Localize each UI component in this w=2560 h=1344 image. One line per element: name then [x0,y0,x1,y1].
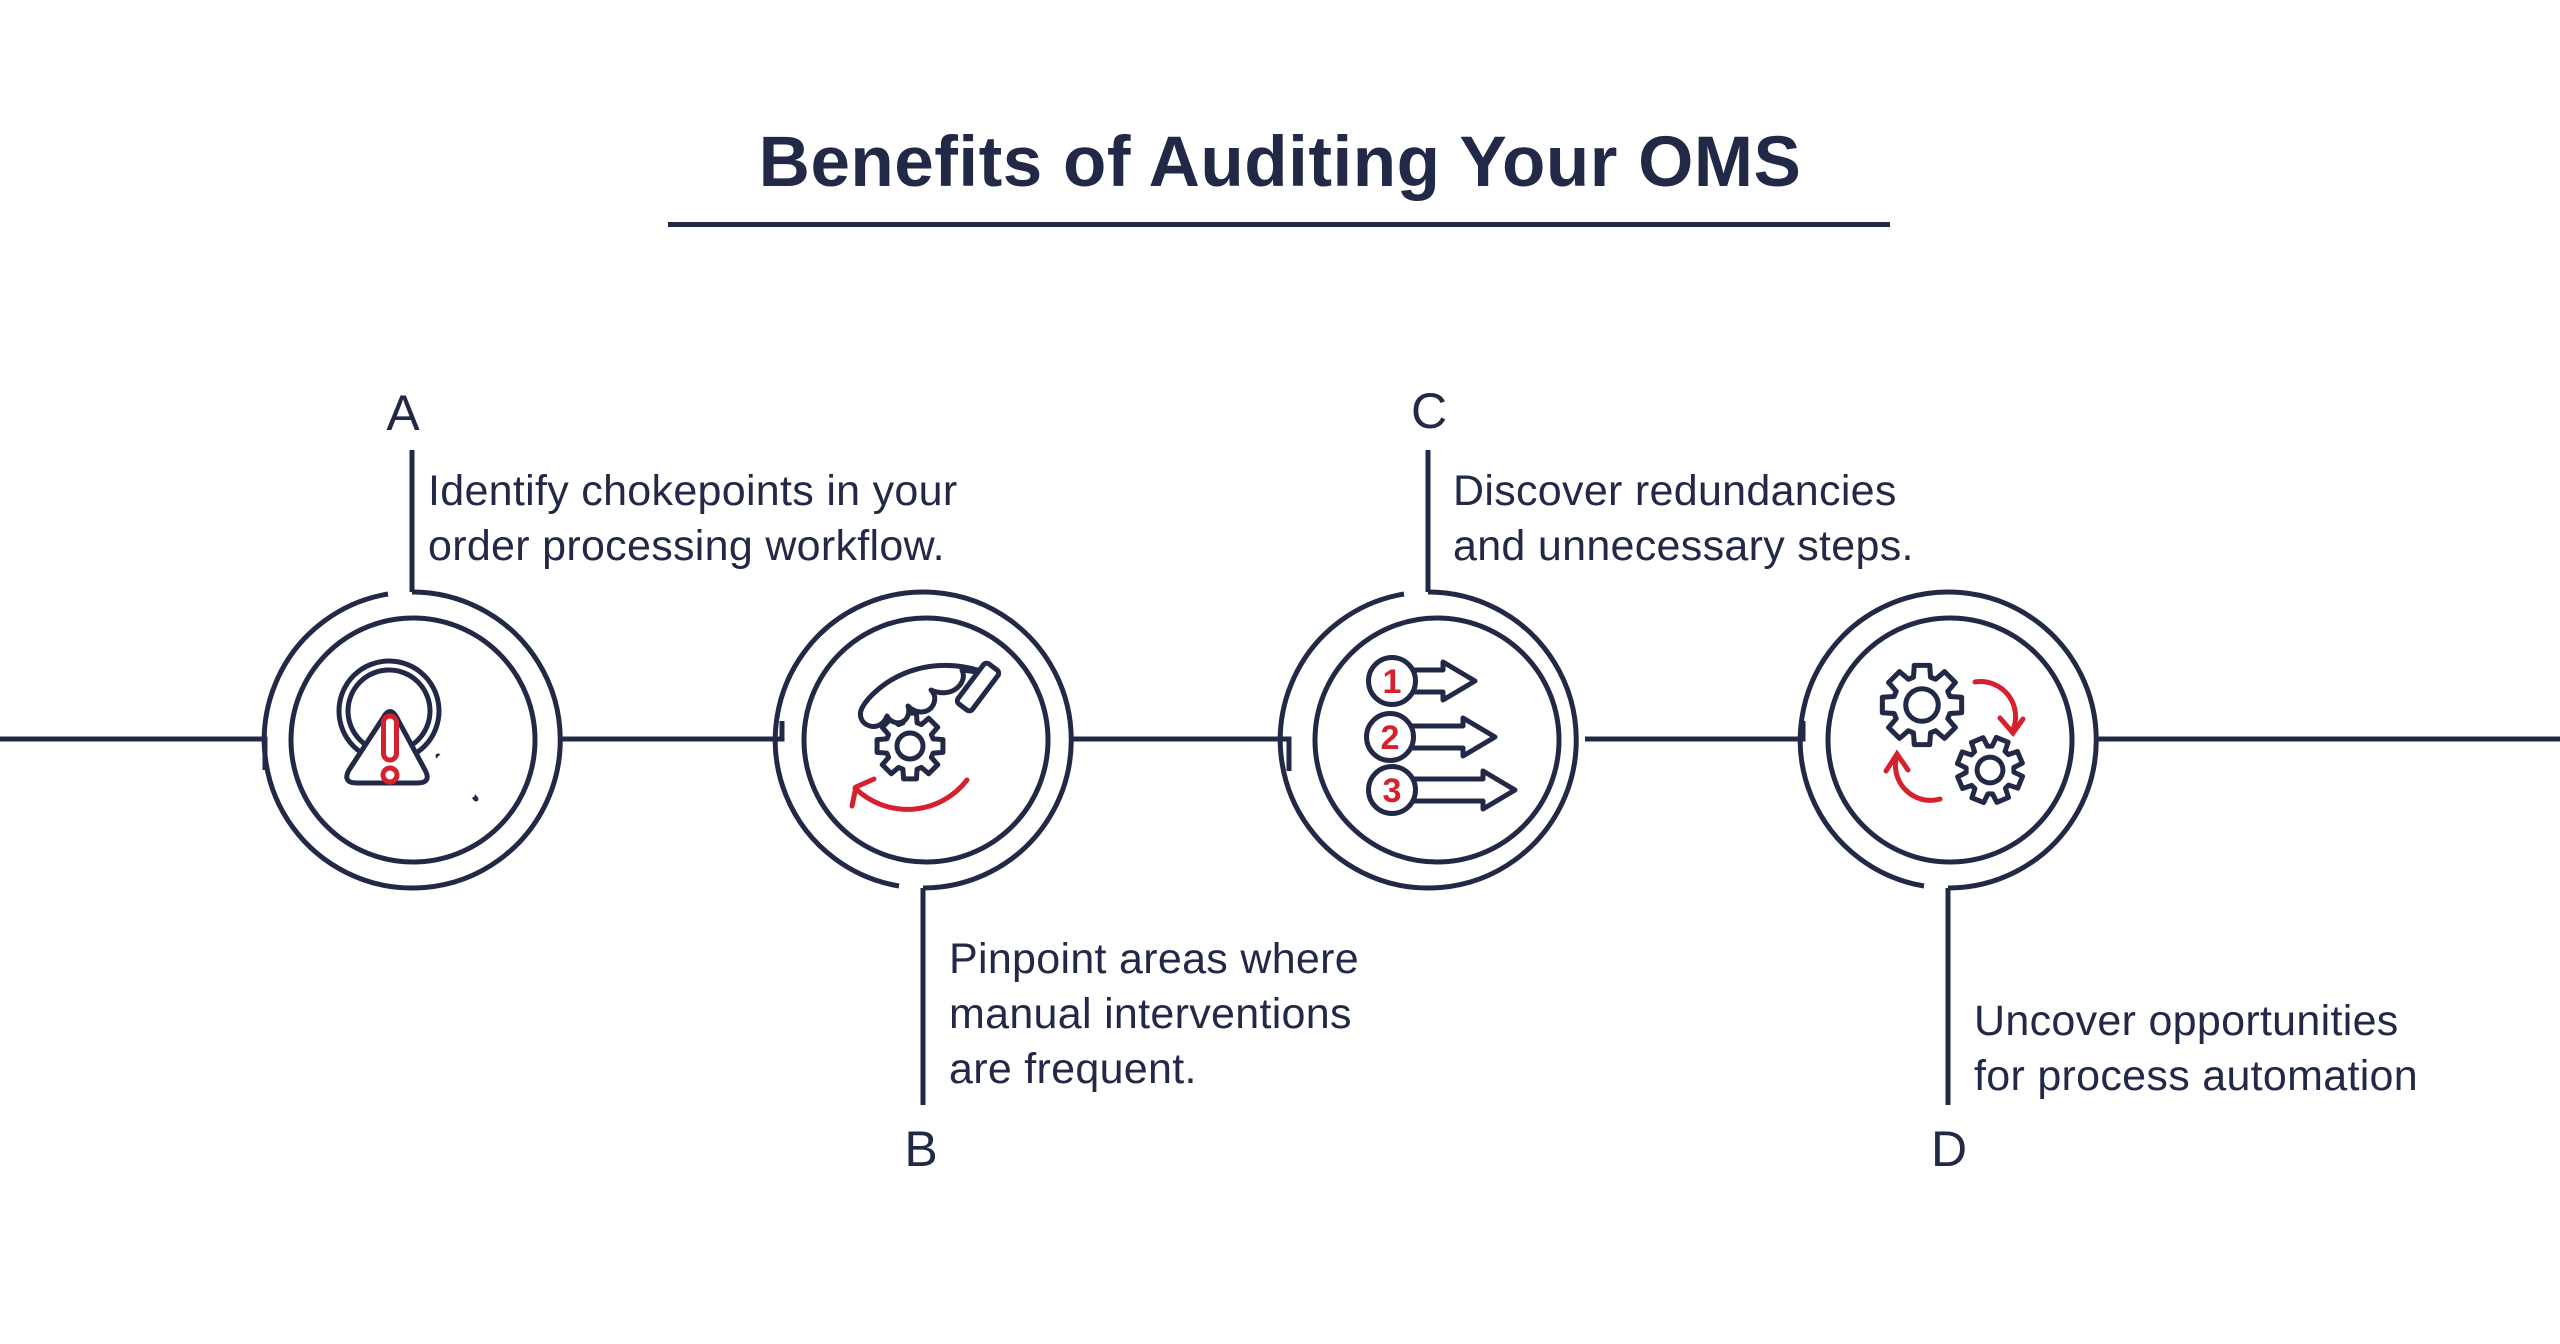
benefit-label-a: A [386,385,420,441]
benefit-text-a-line-1: Identify chokepoints in your [428,467,958,515]
step-circle-2 [1364,711,1416,763]
gears-rotation-icon [1879,662,2026,806]
magnifier-handle-hollow [437,755,475,798]
benefit-text-a-line-2: order processing workflow. [428,522,945,570]
benefit-text-b: Pinpoint areas where manual intervention… [949,932,1359,1097]
hand-cuff [954,660,1002,714]
step-arrow-1 [1407,659,1478,703]
gear-large [1879,662,1965,748]
benefit-text-b-line-2: manual interventions [949,990,1352,1038]
timeline-segment-b-c [1070,736,1292,771]
node-a-outer-ring [261,589,563,891]
benefit-text-d: Uncover opportunities for process automa… [1974,994,2418,1104]
gear-small [1954,734,2026,806]
benefit-label-d: D [1930,1121,1968,1177]
node-a [261,450,563,891]
step-number-3: 3 [1383,772,1402,810]
page-title: Benefits of Auditing Your OMS [758,123,1802,202]
rotation-arrow-cw-head [1997,715,2026,738]
benefit-text-b-line-3: are frequent. [949,1045,1197,1093]
benefit-text-c-line-1: Discover redundancies [1453,467,1897,515]
timeline-segment-left [0,736,268,770]
step-number-2: 2 [1381,719,1400,757]
benefit-text-a: Identify chokepoints in your order proce… [428,464,957,574]
node-b-inner-ring [801,615,1051,865]
node-a-inner-ring [288,615,538,865]
rotation-arrow-ccw-arc [1892,752,1943,803]
benefit-text-b-line-1: Pinpoint areas where [949,935,1359,983]
benefit-label-c: C [1410,383,1448,439]
magnifier-warning-icon [336,658,479,802]
step-arrow-3 [1407,768,1518,812]
step-circle-1 [1366,655,1418,707]
rotation-arrow-cw-arc [1972,679,2019,735]
benefit-text-c: Discover redundancies and unnecessary st… [1453,464,1914,574]
hand [857,662,989,729]
node-c [1277,450,1579,891]
hand-gear-icon [849,660,1002,812]
benefit-text-d-line-1: Uncover opportunities [1974,997,2399,1045]
exclamation-dot [380,765,400,785]
rotation-arrow-ccw-head [1883,749,1911,774]
node-c-outer-ring [1277,589,1579,891]
title-underline [668,222,1890,227]
benefit-label-b: B [904,1121,938,1177]
benefit-text-d-line-2: for process automation [1974,1052,2418,1100]
timeline-segment-a-b [561,721,785,742]
timeline-segment-c-d [1585,721,1806,742]
node-c-inner-ring [1312,615,1562,865]
node-d-outer-ring [1797,589,2099,891]
step-arrow-2 [1405,715,1498,759]
step-number-1: 1 [1383,663,1402,701]
benefit-text-c-line-2: and unnecessary steps. [1453,522,1914,570]
node-d [1797,589,2099,1105]
warning-triangle [344,709,430,786]
node-d-inner-ring [1825,615,2075,865]
node-b [772,589,1074,1105]
gear [874,710,946,782]
numbered-arrows-icon: 1 2 3 [1364,655,1518,816]
step-circle-3 [1366,764,1418,816]
rotation-arrow-arc [852,777,970,812]
node-b-outer-ring [772,589,1074,891]
exclamation-bar [381,713,399,763]
rotation-arrow-head [849,776,877,809]
